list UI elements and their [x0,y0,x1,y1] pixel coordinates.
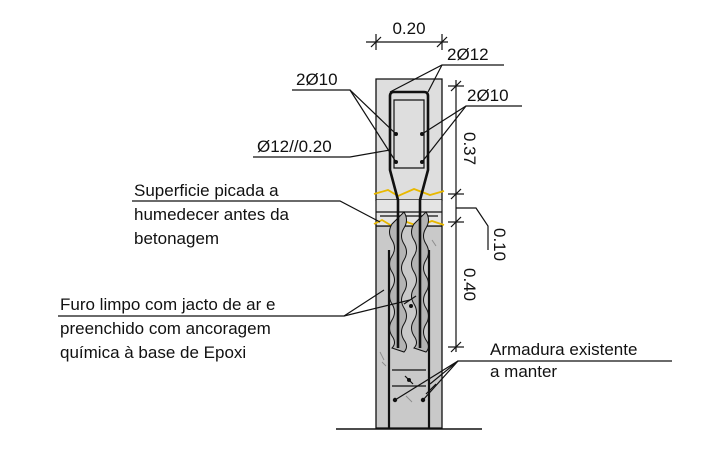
existing-note-line1: Armadura existente [490,340,637,359]
hole-note-line3: química à base de Epoxi [60,343,246,362]
new-concrete-section [375,78,443,201]
width-dimension-label: 0.20 [392,19,425,38]
upper-height-label: 0.37 [460,132,479,165]
stirrups-label: Ø12//0.20 [257,137,332,156]
existing-concrete-section [375,225,443,429]
surface-note-line3: betonagem [134,229,219,248]
existing-note-line2: a manter [490,362,557,381]
roughened-surface-highlight [373,188,445,198]
new-rebar-cage-left [388,96,400,348]
surface-note-line2: humedecer antes da [134,205,290,224]
joint-height-label: 0.10 [490,228,509,261]
embed-depth-label: 0.40 [460,268,479,301]
new-rebar-cage-top [388,90,430,97]
hole-note-line2: preenchido com ancoragem [60,319,271,338]
new-rebar-cage-right [418,96,430,348]
left-bars-label: 2Ø10 [296,70,338,89]
top-bars-label: 2Ø12 [447,45,489,64]
vertical-dimension-chain [448,80,489,353]
right-bars-label: 2Ø10 [467,86,509,105]
hole-note-line1: Furo limpo com jacto de ar e [60,295,275,314]
surface-note-line1: Superficie picada a [134,181,279,200]
width-dimension [366,34,448,50]
